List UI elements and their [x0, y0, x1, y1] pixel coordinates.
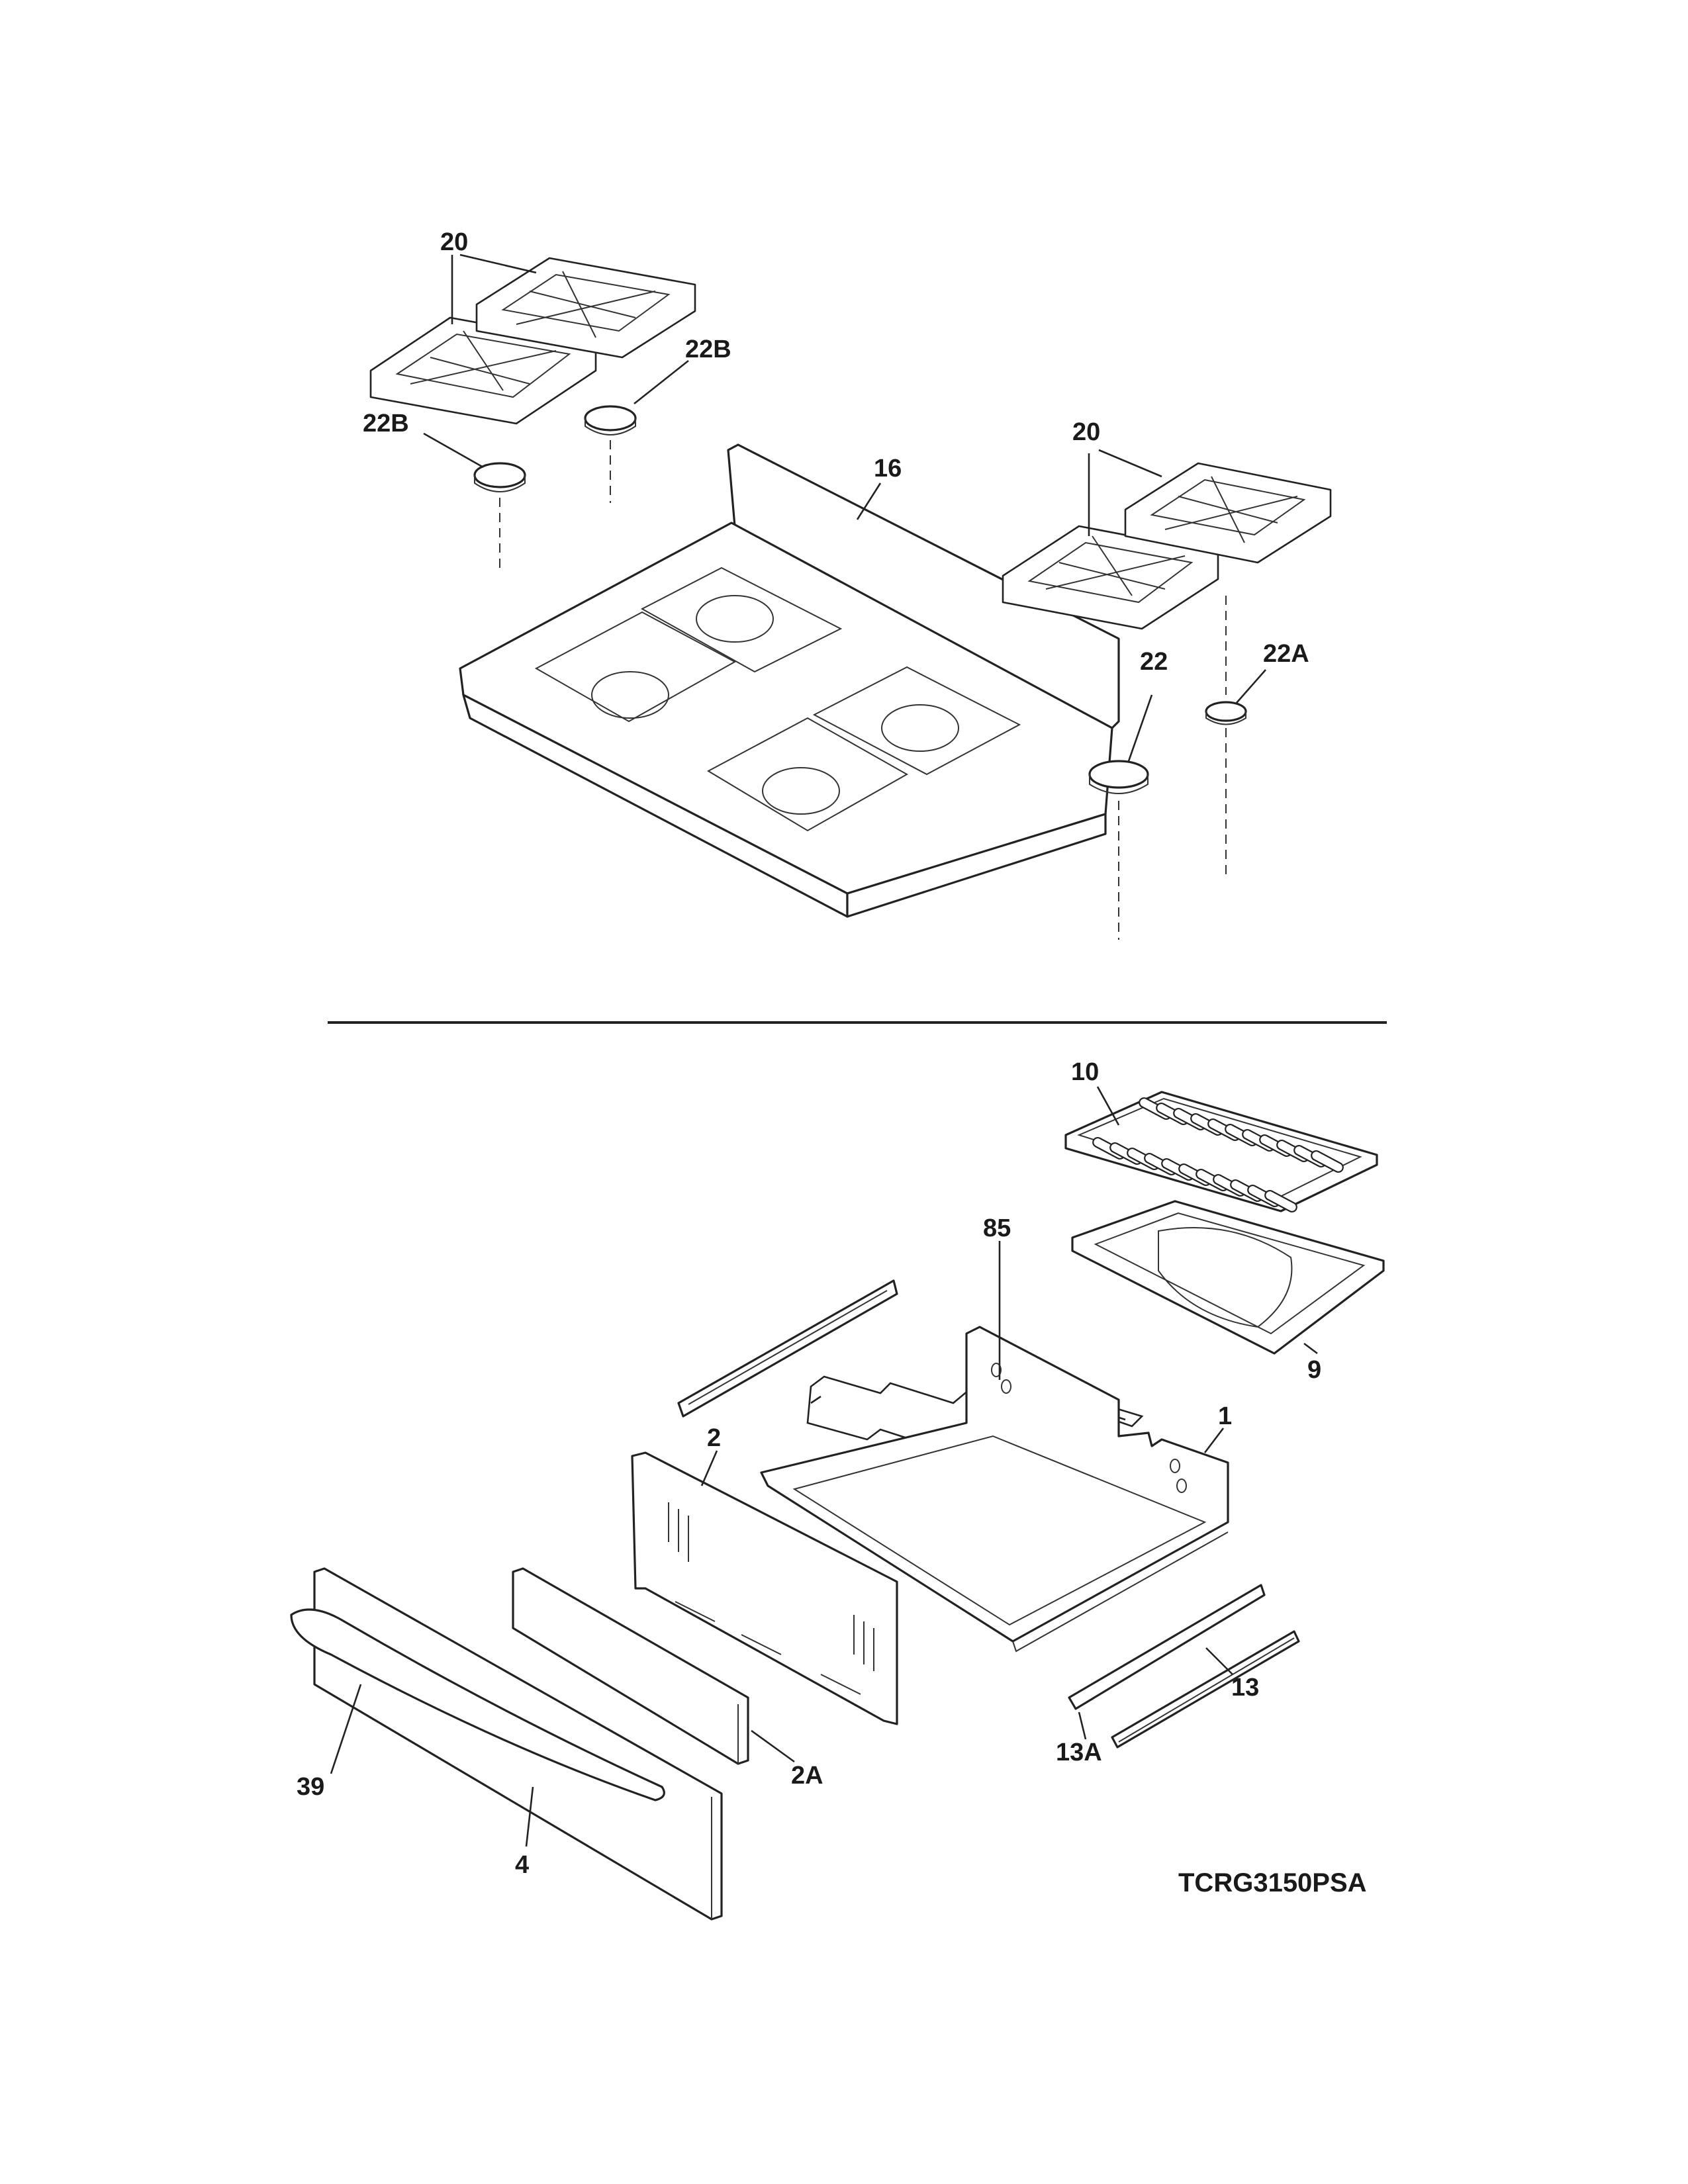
- callout-22b-top: 22B: [685, 336, 731, 363]
- grid-slot: [1311, 1150, 1344, 1173]
- callout-22: 22: [1140, 648, 1168, 676]
- model-number: TCRG3150PSA: [1178, 1868, 1367, 1897]
- grate-pair-right: [1002, 462, 1332, 630]
- burner-cap-22: [1088, 760, 1149, 940]
- callout-16: 16: [874, 455, 902, 482]
- callout-13a: 13A: [1056, 1739, 1102, 1766]
- drawer-slides-right: [1068, 1584, 1300, 1749]
- callout-13: 13: [1231, 1674, 1259, 1702]
- burner-cap-22a: [1205, 596, 1247, 880]
- callout-2a: 2A: [791, 1762, 823, 1790]
- callout-1: 1: [1218, 1402, 1232, 1430]
- callout-9: 9: [1307, 1356, 1321, 1384]
- broiler-pan: [1071, 1200, 1385, 1355]
- drawer-front-inner-panel: [512, 1567, 749, 1765]
- drawer-back-panel: [631, 1451, 898, 1725]
- grid-slot: [1264, 1189, 1297, 1213]
- drawer-slide-left: [677, 1279, 898, 1418]
- callout-20-right: 20: [1072, 418, 1100, 446]
- callout-22a: 22A: [1263, 640, 1309, 668]
- grate-pair-left: [369, 257, 696, 425]
- upper-leader-lines: [423, 253, 1266, 762]
- callout-85: 85: [983, 1214, 1011, 1242]
- callout-2: 2: [707, 1424, 721, 1452]
- cooktop-main-top: [459, 443, 1120, 918]
- lower-leader-lines: [330, 1086, 1318, 1847]
- callout-10: 10: [1071, 1058, 1099, 1086]
- callout-4: 4: [515, 1851, 529, 1879]
- callout-22b-left: 22B: [363, 410, 409, 437]
- burner-cap-22b-top: [584, 405, 637, 503]
- callout-39: 39: [297, 1773, 324, 1801]
- drawer-front-panel: [290, 1567, 723, 1921]
- callout-20-left: 20: [440, 228, 468, 256]
- broiler-grid: [1064, 1091, 1378, 1213]
- burner-cap-22b-left: [473, 462, 526, 569]
- drawer-body: [760, 1326, 1229, 1653]
- drawer-handle: [290, 1608, 665, 1801]
